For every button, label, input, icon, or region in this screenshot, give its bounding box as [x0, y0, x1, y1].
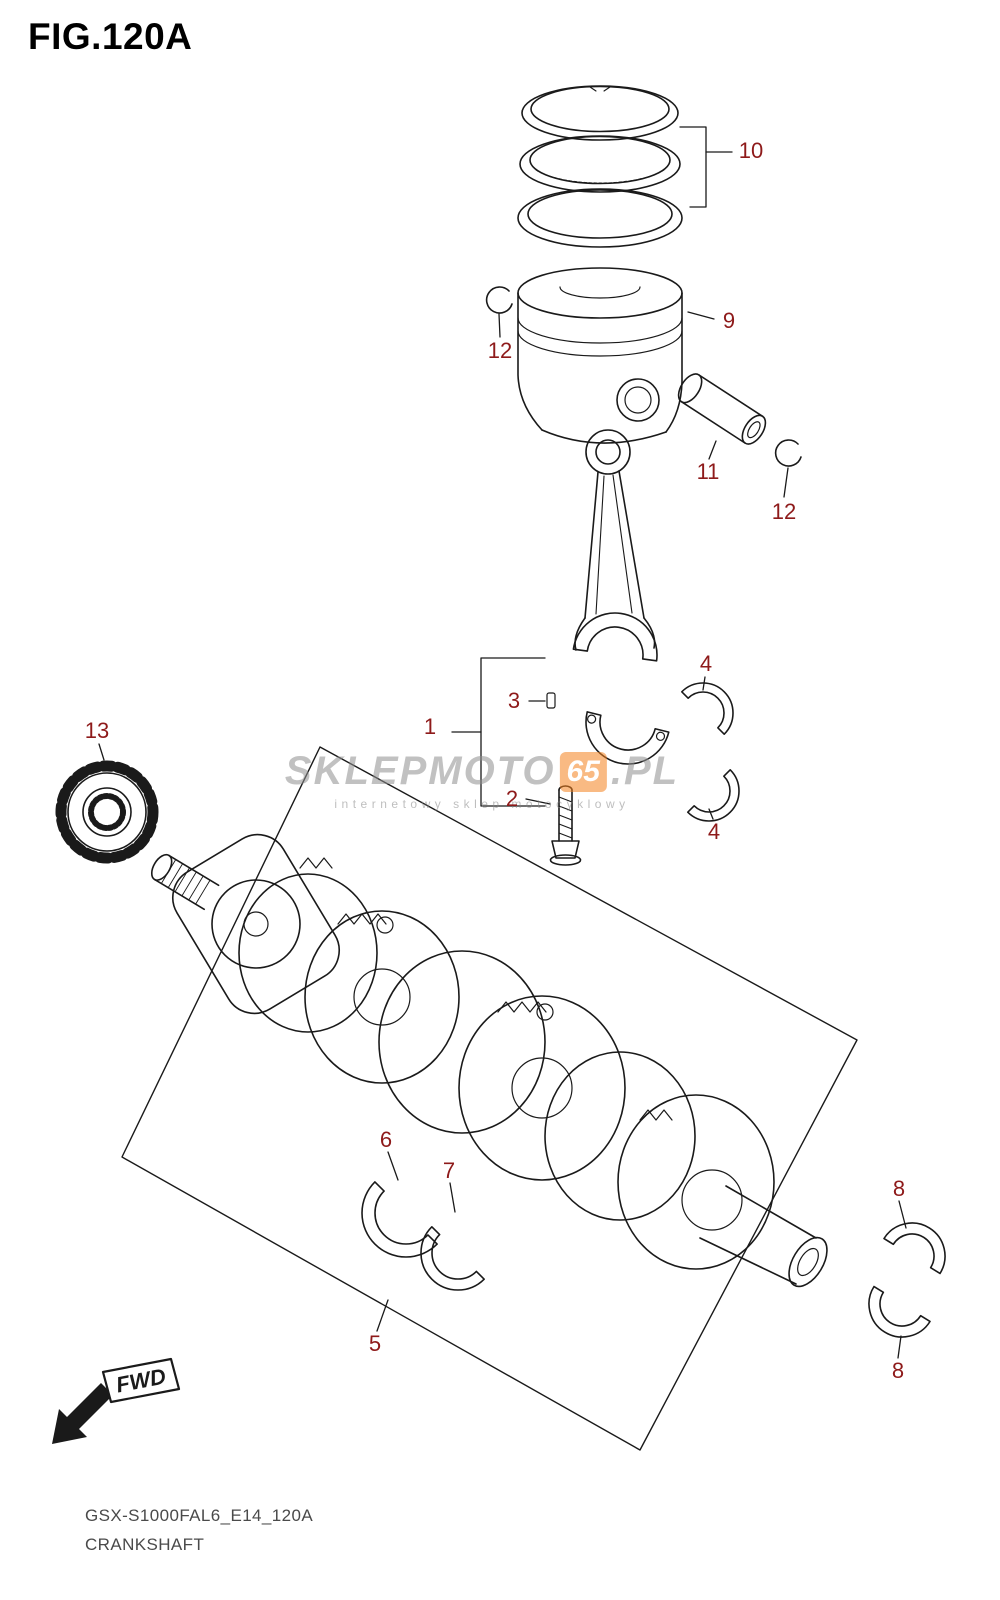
watermark-text-right: .PL [610, 749, 680, 793]
leader-6 [387, 1151, 399, 1181]
connecting-rod [572, 429, 658, 662]
callout-13: 13 [84, 718, 110, 743]
leader-7 [449, 1182, 456, 1213]
bearing-shell-8-upper [883, 1222, 946, 1275]
piston-pin [677, 373, 767, 445]
bearing-shell-7 [420, 1226, 485, 1291]
circlip-upper [485, 286, 513, 338]
bearing-tab [546, 692, 556, 709]
watermark: SKLEPMOTO 65 .PL internetowy sklep motoc… [285, 749, 679, 811]
callout-9: 9 [722, 308, 736, 333]
watermark-tagline: internetowy sklep motocyklowy [334, 797, 630, 811]
leader-9 [687, 311, 715, 320]
bearing-shell-4-upper [680, 682, 734, 736]
leader-11 [708, 440, 717, 460]
rod-bolt [549, 785, 582, 866]
callout-2: 2 [505, 786, 519, 811]
fwd-label-box [101, 1357, 181, 1404]
watermark-text-left: SKLEPMOTO [284, 749, 556, 793]
circlip-right [774, 439, 802, 498]
crankshaft [150, 833, 828, 1288]
callout-11: 11 [696, 459, 720, 484]
footer: GSX-S1000FAL6_E14_120A CRANKSHAFT [85, 1506, 313, 1555]
callout-6: 6 [379, 1127, 393, 1152]
leader-4-lower [708, 808, 714, 820]
callout-1: 1 [423, 714, 437, 739]
leader-13 [98, 743, 105, 761]
callout-12-right: 12 [771, 499, 797, 524]
leader-1-bracket [451, 657, 551, 807]
fwd-marker: FWD [52, 1357, 181, 1444]
piston-rings [517, 85, 683, 248]
callout-4-lower: 4 [707, 819, 721, 844]
callout-8-upper: 8 [892, 1176, 906, 1201]
callout-10: 10 [738, 138, 764, 163]
callout-3: 3 [507, 688, 521, 713]
callout-5: 5 [368, 1331, 382, 1356]
callout-7: 7 [442, 1158, 456, 1183]
bearing-shell-4-lower [686, 768, 740, 822]
figure-title: FIG.120A [28, 16, 193, 57]
leader-10 [679, 126, 733, 208]
leader-5 [376, 1299, 389, 1332]
assembly-box [121, 746, 858, 1451]
leader-8-upper [898, 1200, 907, 1229]
footer-title: CRANKSHAFT [85, 1535, 205, 1554]
crank-spline-stub [150, 853, 220, 911]
watermark-badge: 65 [559, 751, 607, 792]
callout-12-upper: 12 [487, 338, 513, 363]
gear-13 [55, 760, 159, 864]
leader-4-upper [702, 676, 706, 691]
bearing-shell-8-lower [868, 1285, 931, 1338]
footer-code: GSX-S1000FAL6_E14_120A [85, 1506, 314, 1525]
callout-8-lower: 8 [891, 1358, 905, 1383]
fwd-arrow-icon [52, 1383, 113, 1444]
piston [517, 267, 683, 444]
leader-8-lower [897, 1335, 902, 1359]
rod-cap [585, 711, 670, 765]
callout-4-upper: 4 [699, 651, 713, 676]
watermark-wordmark: SKLEPMOTO 65 .PL [285, 749, 679, 794]
bearing-shell-6 [361, 1181, 438, 1258]
